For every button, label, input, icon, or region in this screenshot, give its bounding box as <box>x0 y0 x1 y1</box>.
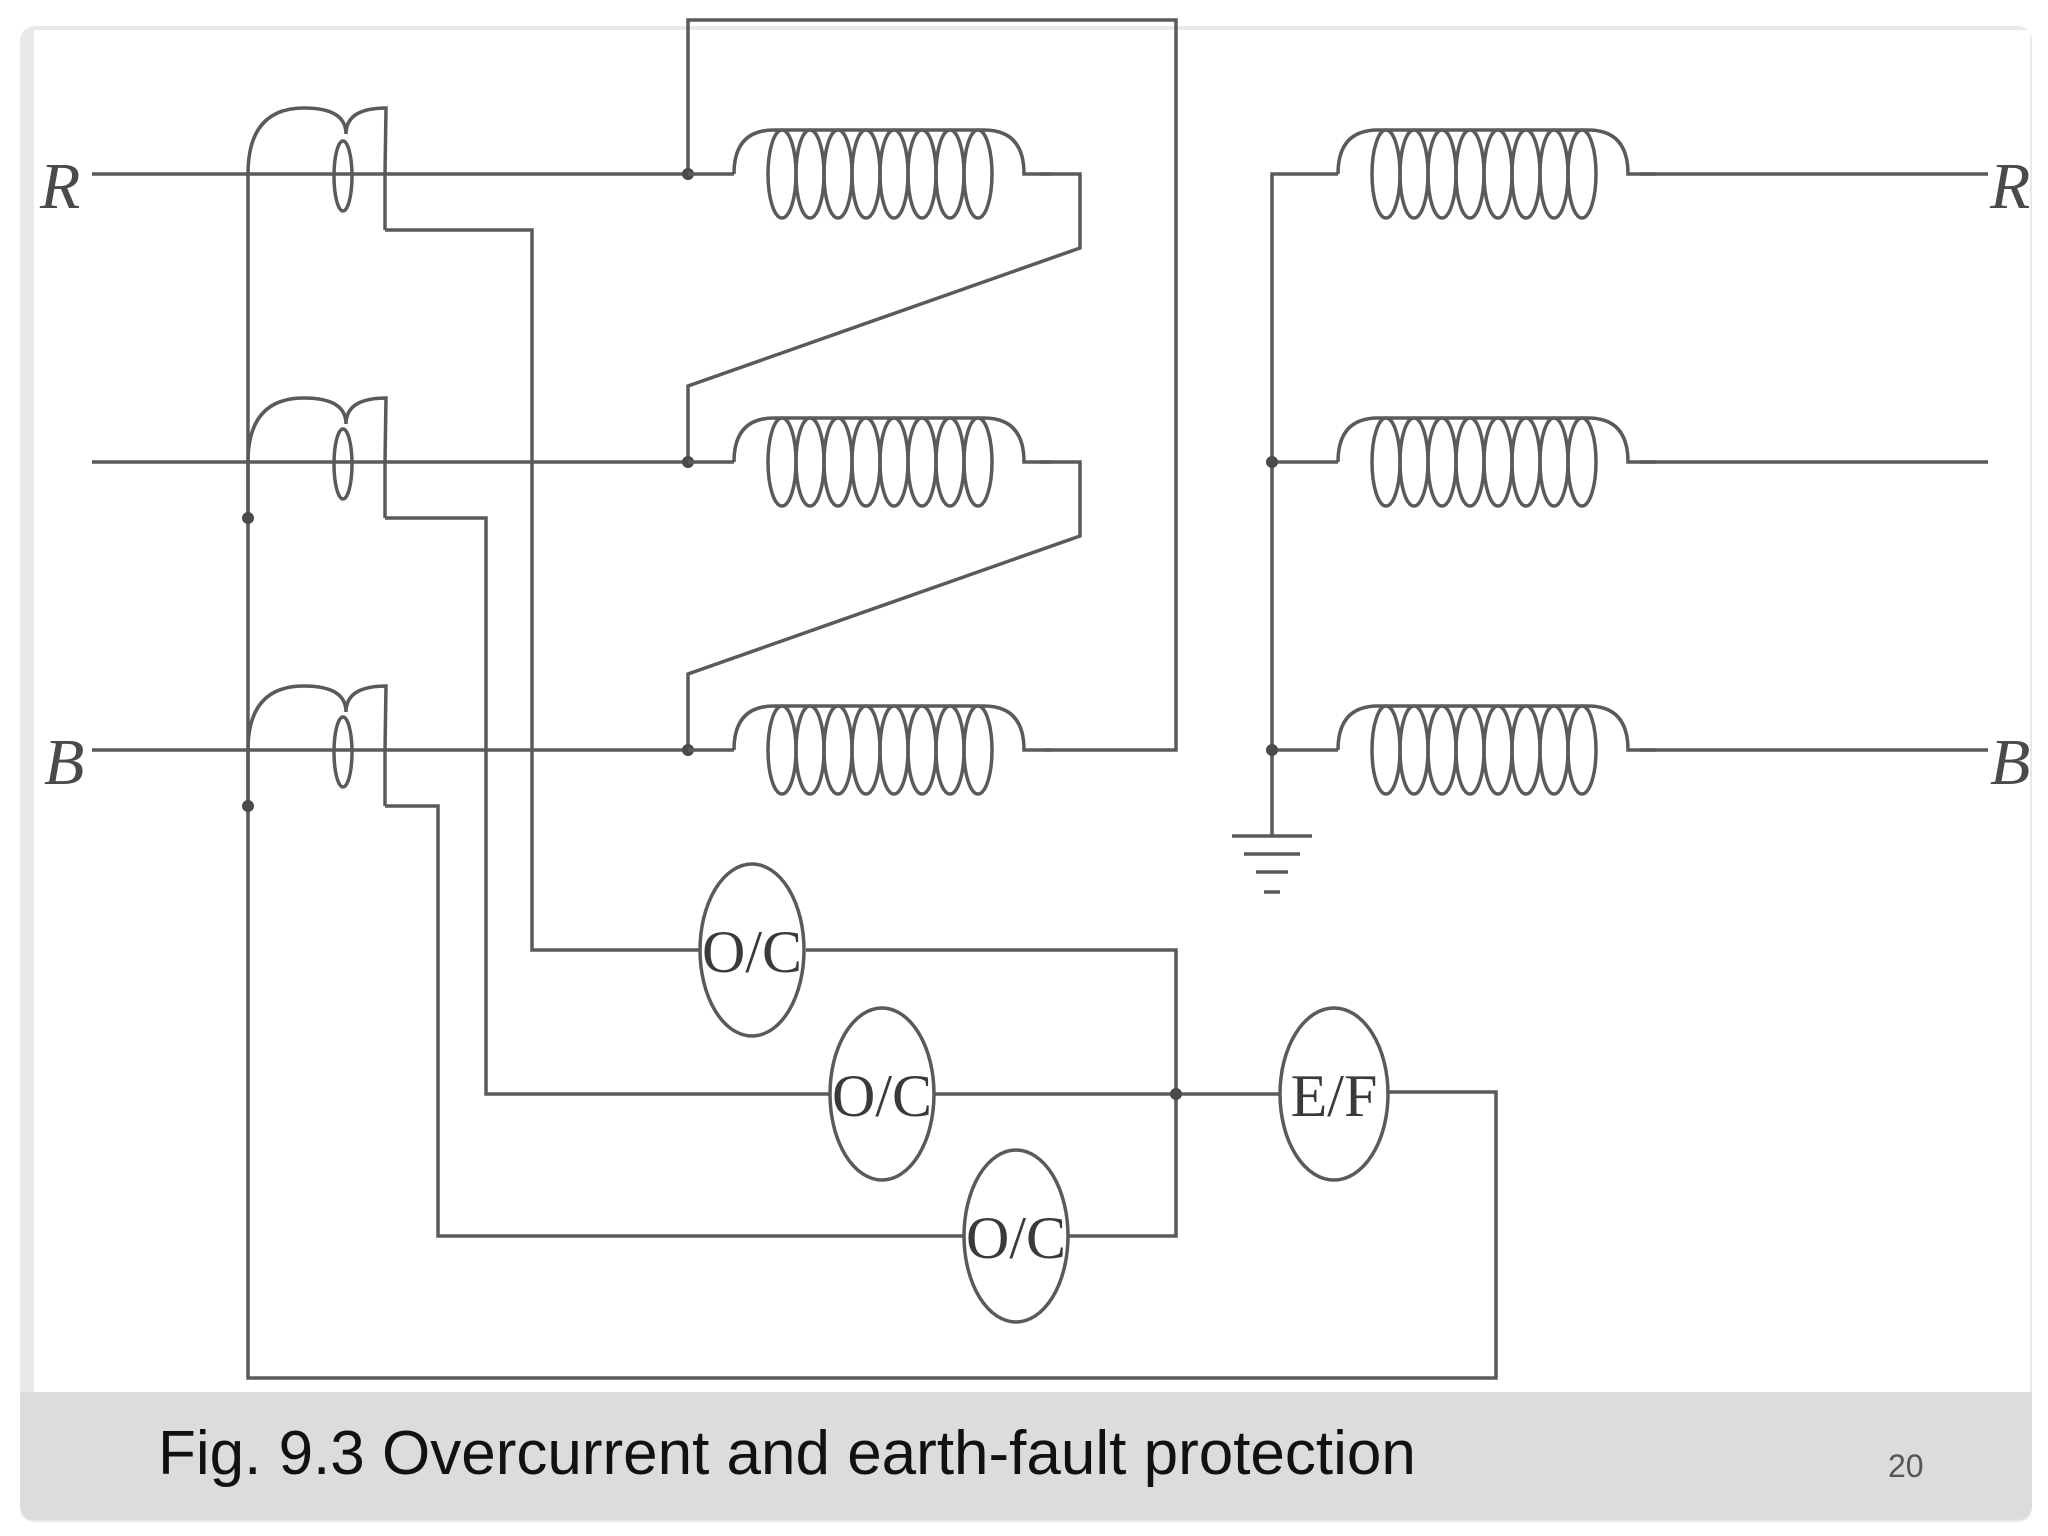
relay-oc-2: O/C <box>828 1006 936 1182</box>
ct-r-secondary <box>385 228 700 952</box>
delta-winding-3 <box>732 704 1052 796</box>
phase-label-r-right: R <box>1989 150 2030 223</box>
star-windings <box>1336 128 1656 796</box>
junction-dot <box>1266 456 1278 468</box>
relay-ef: E/F <box>1278 1006 1390 1182</box>
current-transformer-b <box>246 684 388 806</box>
delta-connection <box>686 18 1178 752</box>
figure-caption: Fig. 9.3 Overcurrent and earth-fault pro… <box>158 1419 1416 1488</box>
junction-dot <box>1170 1088 1182 1100</box>
phase-label-b-left: B <box>44 726 84 799</box>
ct-common-return <box>246 230 1498 1380</box>
relay-ef-label: E/F <box>1291 1063 1378 1129</box>
current-transformer-y <box>246 396 388 518</box>
relay-oc-1-label: O/C <box>702 919 802 985</box>
phase-label-r-left: R <box>39 150 80 223</box>
delta-windings <box>688 128 1052 796</box>
star-neutral <box>1270 172 1338 836</box>
ct-b-secondary <box>385 804 966 1238</box>
star-winding-1 <box>1336 128 1656 220</box>
caption-bar <box>20 1392 2032 1520</box>
relay-oc-1: O/C <box>698 862 806 1038</box>
delta-winding-2 <box>732 416 1052 508</box>
current-transformer-r <box>246 106 388 230</box>
page-number: 20 <box>1888 1448 1924 1484</box>
relay-oc-3-label: O/C <box>966 1205 1066 1271</box>
star-winding-3 <box>1336 704 1656 796</box>
relay-oc-2-label: O/C <box>832 1063 932 1129</box>
junction-dot <box>1266 744 1278 756</box>
star-winding-2 <box>1336 416 1656 508</box>
delta-winding-1 <box>732 128 1052 220</box>
ground-icon <box>1232 834 1312 894</box>
relay-oc-3: O/C <box>962 1148 1070 1324</box>
junction-dot <box>242 512 254 524</box>
phase-label-b-right: B <box>1990 726 2030 799</box>
junction-dot <box>242 800 254 812</box>
ct-y-secondary <box>385 516 832 1096</box>
